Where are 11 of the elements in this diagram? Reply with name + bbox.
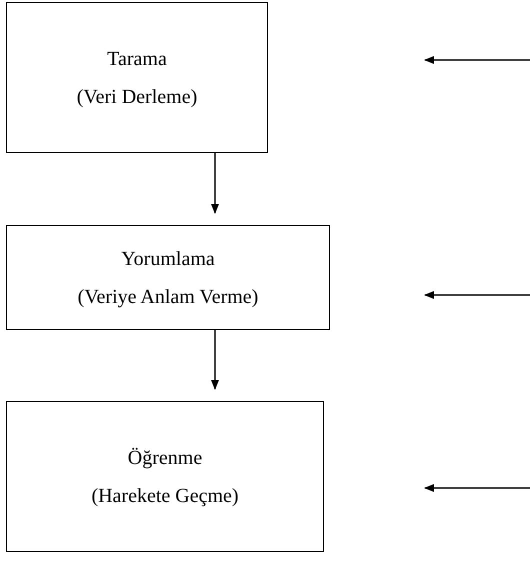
box-title: Tarama [107, 46, 167, 70]
box-title: Öğrenme [128, 446, 202, 470]
arrow [211, 153, 219, 214]
process-box [6, 2, 268, 153]
box-subtitle: (Veriye Anlam Verme) [78, 284, 258, 308]
box-subtitle: (Veri Derleme) [76, 84, 198, 108]
arrow [211, 330, 219, 390]
process-box [6, 225, 330, 330]
box-subtitle: (Harekete Geçme) [91, 484, 239, 508]
process-box [6, 401, 324, 552]
box-title: Yorumlama [121, 246, 215, 270]
